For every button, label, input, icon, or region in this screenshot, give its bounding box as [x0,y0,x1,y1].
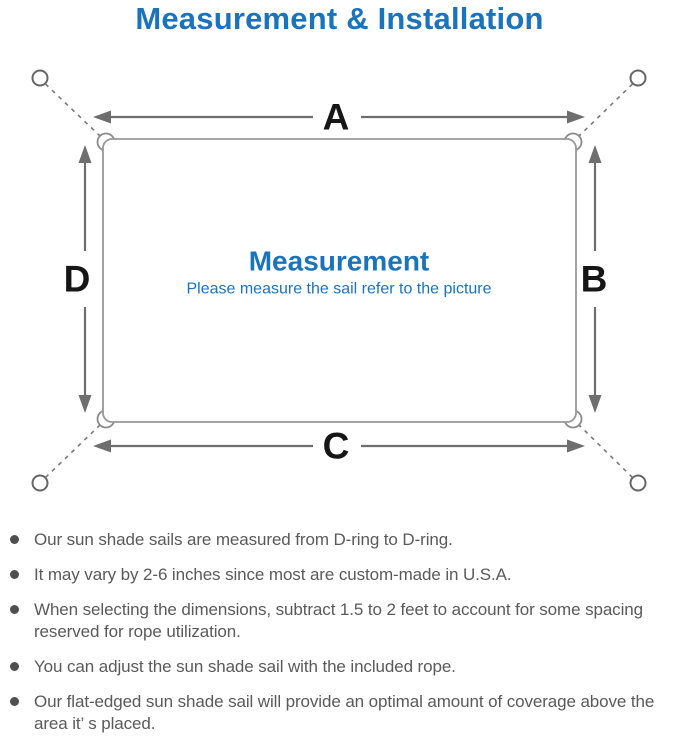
diagram-center-title: Measurement [249,246,430,277]
dimension-label-d: D [64,259,91,300]
rope-dash-bottom-left [44,424,101,479]
dimension-label-c: C [323,426,350,467]
note-item: You can adjust the sun shade sail with t… [9,656,677,678]
dimension-arrow-c: C [93,426,585,467]
anchor-ring-bottom-left [31,474,49,492]
anchor-ring-top-left [31,69,49,87]
notes-list: Our sun shade sails are measured from D-… [9,529,677,739]
dimension-label-a: A [323,97,350,138]
rope-dash-top-right [578,83,634,137]
rope-dash-top-left [44,83,101,137]
note-item: Our sun shade sails are measured from D-… [9,529,677,551]
anchor-ring-bottom-right [629,474,647,492]
anchor-ring-top-right [629,69,647,87]
dimension-label-b: B [581,259,608,300]
note-item: When selecting the dimensions, subtract … [9,599,677,643]
rope-dash-bottom-right [578,424,634,479]
dimension-arrow-a: A [93,97,585,138]
sail-outline [102,138,577,423]
dimension-arrow-d: D [64,145,92,413]
diagram-center-subtitle: Please measure the sail refer to the pic… [186,281,491,298]
note-item: It may vary by 2-6 inches since most are… [9,564,677,586]
dimension-arrow-b: B [581,145,608,413]
measurement-diagram: A C D B Measurement Please meas [31,69,647,492]
page-title: Measurement & Installation [135,1,544,36]
note-item: Our flat-edged sun shade sail will provi… [9,691,677,735]
